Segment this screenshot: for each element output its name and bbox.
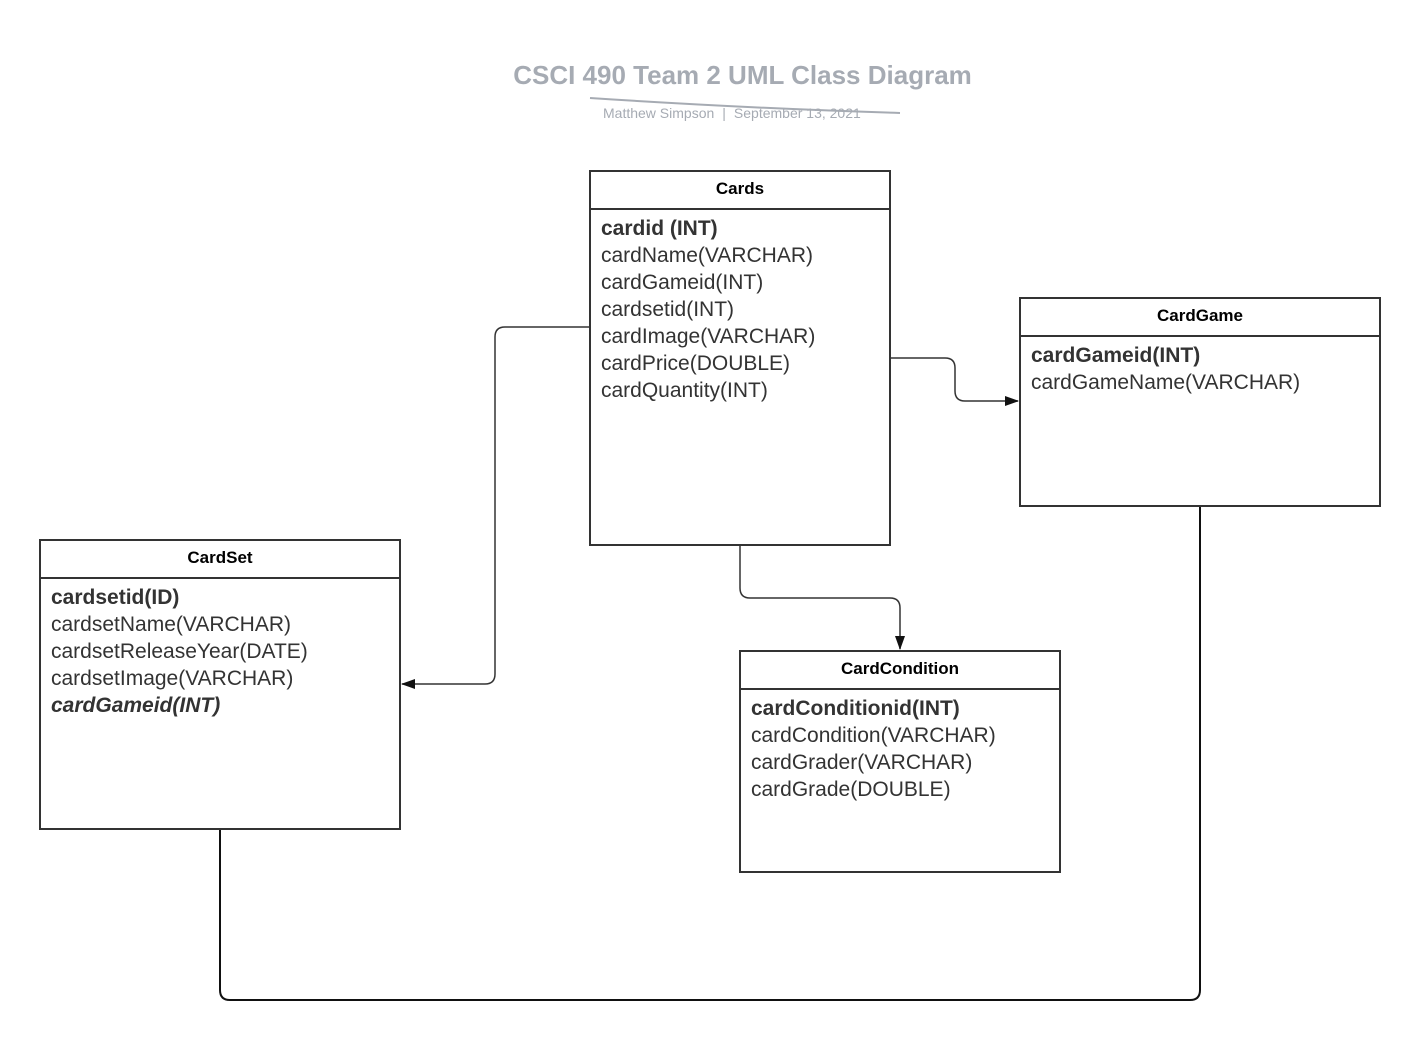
attribute-cardsetimage: cardsetImage(VARCHAR) [51, 667, 294, 690]
connector-cards-to-cardset[interactable] [401, 326, 590, 689]
attribute-cardgameid: cardGameid(INT) [601, 271, 764, 294]
attribute-list-cardgame: cardGameid(INT) cardGameName(VARCHAR) [1021, 337, 1379, 396]
connector-cardset-to-cardgame[interactable] [219, 506, 1201, 1001]
attribute-cardsetid: cardsetid(INT) [601, 298, 735, 321]
class-cards[interactable]: Cards cardid (INT) cardName(VARCHAR) car… [589, 170, 891, 546]
attribute-cardsetname: cardsetName(VARCHAR) [51, 613, 291, 636]
attribute-list-cardset: cardsetid(ID) cardsetName(VARCHAR) cards… [41, 579, 399, 719]
diagram-title: CSCI 490 Team 2 UML Class Diagram [513, 60, 972, 90]
class-name-cardgame: CardGame [1021, 299, 1379, 337]
class-cardset[interactable]: CardSet cardsetid(ID) cardsetName(VARCHA… [39, 539, 401, 830]
connector-cards-to-cardgame[interactable] [890, 357, 1019, 406]
attribute-list-cards: cardid (INT) cardName(VARCHAR) cardGamei… [591, 210, 889, 404]
attribute-cardcondition: cardCondition(VARCHAR) [751, 724, 996, 747]
class-name-cardcondition: CardCondition [741, 652, 1059, 690]
diagram-date: September 13, 2021 [733, 105, 861, 121]
attribute-cardname: cardName(VARCHAR) [601, 244, 813, 267]
class-cardgame[interactable]: CardGame cardGameid(INT) cardGameName(VA… [1019, 297, 1381, 507]
class-name-cardset: CardSet [41, 541, 399, 579]
attribute-cardprice: cardPrice(DOUBLE) [601, 352, 791, 375]
attribute-cardsetid: cardsetid(ID) [51, 586, 180, 609]
attribute-cardquantity: cardQuantity(INT) [601, 379, 768, 402]
attribute-cardset-cardgameid: cardGameid(INT) [51, 694, 221, 717]
attribute-cardgamename: cardGameName(VARCHAR) [1031, 371, 1301, 394]
attribute-cardgrader: cardGrader(VARCHAR) [751, 751, 973, 774]
attribute-list-cardcondition: cardConditionid(INT) cardCondition(VARCH… [741, 690, 1059, 803]
diagram-subtitle: Matthew Simpson | September 13, 2021 [603, 105, 861, 121]
attribute-cardgameid: cardGameid(INT) [1031, 344, 1201, 367]
attribute-cardconditionid: cardConditionid(INT) [751, 697, 960, 720]
class-cardcondition[interactable]: CardCondition cardConditionid(INT) cardC… [739, 650, 1061, 873]
title-underline-scribble [589, 97, 901, 114]
attribute-cardgrade: cardGrade(DOUBLE) [751, 778, 951, 801]
class-name-cards: Cards [591, 172, 889, 210]
attribute-cardid: cardid (INT) [601, 217, 718, 240]
attribute-cardsetreleaseyear: cardsetReleaseYear(DATE) [51, 640, 308, 663]
subtitle-separator: | [722, 105, 726, 121]
connector-cards-to-cardcondition[interactable] [739, 545, 905, 650]
author-name: Matthew Simpson [603, 105, 715, 121]
attribute-cardimage: cardImage(VARCHAR) [601, 325, 816, 348]
